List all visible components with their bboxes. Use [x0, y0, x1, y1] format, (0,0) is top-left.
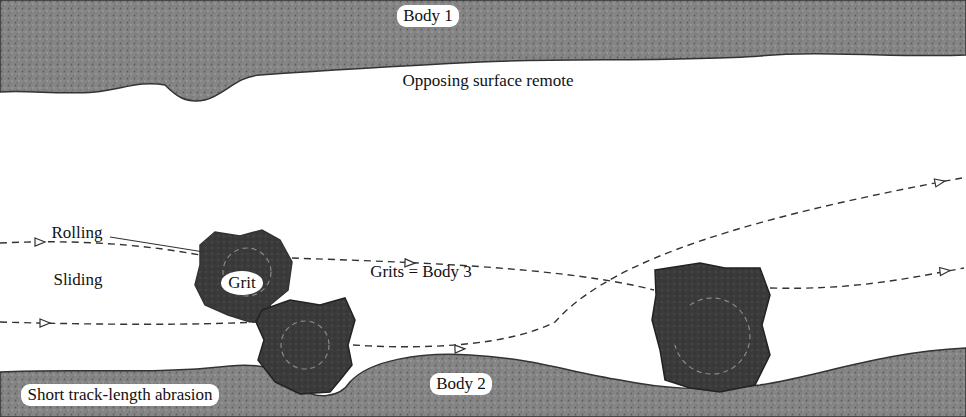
rotation-circle — [675, 298, 750, 374]
arrowhead — [35, 238, 45, 246]
trajectory-line — [0, 322, 257, 324]
node-label: Body 2 — [430, 373, 492, 395]
trajectory — [0, 178, 964, 347]
rotation-circle — [281, 321, 329, 369]
text-holder: Opposing surface remote — [403, 71, 574, 91]
grit-particle — [256, 298, 355, 394]
text-holder: Grits = Body 3 — [370, 262, 472, 282]
text-holder: Grit — [221, 271, 262, 295]
arrowhead — [40, 319, 50, 327]
body-band-shape — [0, 0, 966, 101]
node-label: Body 1 — [397, 5, 459, 27]
grit-shape — [652, 263, 770, 392]
node-label: Grit — [221, 271, 262, 295]
trajectory-line — [0, 242, 200, 255]
arrowheads — [35, 177, 950, 353]
trajectory-line — [770, 268, 964, 288]
body-band-shape — [0, 348, 966, 417]
motion-label: Rolling — [51, 223, 102, 243]
body-band: Body 1 — [0, 0, 966, 110]
wear-label: Short track-length abrasion — [21, 384, 218, 406]
motion-label: Sliding — [53, 270, 102, 290]
text-holder: Rolling — [51, 223, 102, 243]
grit-definition: Grits = Body 3 — [370, 262, 472, 282]
text-holder: Body 2 — [430, 373, 492, 395]
arrowhead — [940, 266, 951, 275]
grit-shape — [256, 298, 355, 394]
grit-particle — [652, 263, 770, 392]
trajectory-line — [292, 258, 654, 290]
text-holder: Short track-length abrasion — [21, 384, 218, 406]
surface-note: Opposing surface remote — [403, 71, 574, 91]
arrowhead — [455, 345, 465, 353]
node-outline — [0, 0, 966, 110]
text-holder: Body 1 — [397, 5, 459, 27]
leader-line — [110, 237, 204, 252]
text-holder: Sliding — [53, 270, 102, 290]
arrowhead — [934, 177, 945, 187]
